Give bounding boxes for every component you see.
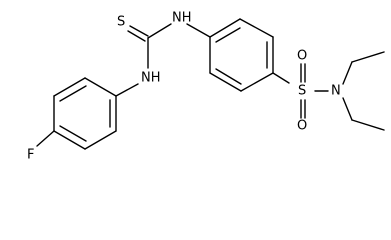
bond-n-ethyl-top-2 [351,51,385,63]
bond-n-ethyl-bottom-1 [342,97,353,121]
bond-cs-double-b [129,25,149,37]
bond-c-nh-right [147,23,172,39]
atom-thione-sulfur: S [117,15,125,30]
bond-ring-mid-4 [240,72,274,92]
bond-ring-left-1 [84,77,117,97]
bond-nh-right-aryl [186,23,211,38]
atom-nh-right: NH [172,11,192,26]
atom-oxygen-bottom: O [297,119,307,134]
bond-ring-left-inner-2 [59,125,87,142]
atom-nh-left: NH [141,71,161,86]
bond-ring-mid-1 [209,18,241,38]
bond-ring-mid-5 [209,72,242,92]
atom-sulfonyl-sulfur: S [298,84,306,99]
bond-c-so2 [272,72,290,84]
bond-ring-left-5 [84,130,117,150]
bond-ring-mid-inner-3 [215,68,242,85]
bond-ring-left-4 [53,130,86,150]
bond-ring-left-inner-1 [59,85,87,102]
bond-c-f [36,130,55,147]
atom-amine-nitrogen: N [331,84,341,99]
bond-n-ethyl-top-1 [342,61,353,85]
atom-fluorine: F [27,148,34,163]
bond-ring-mid-2 [239,18,274,38]
bond-n-ethyl-bottom-2 [351,119,385,131]
bond-cs-double-a [127,30,146,42]
atom-oxygen-top: O [297,49,307,64]
bond-ring-left-2 [53,77,86,97]
bond-nh-left-aryl [115,83,139,97]
molecule-structure-diagram: S NH NH F S O O N [27,11,385,163]
bond-ring-mid-inner-1 [215,27,241,43]
